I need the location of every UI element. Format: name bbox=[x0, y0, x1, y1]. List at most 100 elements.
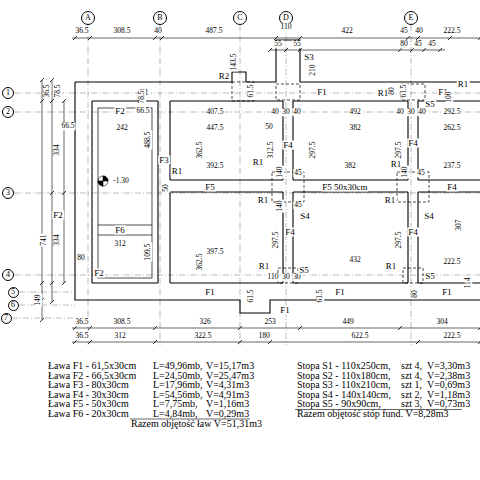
grid-bubble: 1 bbox=[2, 87, 14, 99]
dimension-label: 109.5 bbox=[144, 243, 152, 262]
dimension-label: 100 bbox=[445, 90, 453, 103]
table-cell: V=0,73m3 bbox=[426, 399, 471, 409]
element-tag: R1 bbox=[384, 196, 397, 205]
table-cell: Ława F1 - 61,5x30cm bbox=[47, 361, 137, 371]
grid-axis-label: 7 bbox=[4, 314, 8, 322]
element-tag: S5 bbox=[298, 266, 310, 275]
dimension-label: 334 bbox=[53, 143, 61, 156]
element-tag: F5 bbox=[204, 183, 216, 192]
table-cell: V=1,18m3 bbox=[426, 390, 471, 400]
grid-bubble: E bbox=[404, 11, 418, 25]
table-cell: Ława F3 - 80x30cm bbox=[47, 380, 130, 390]
dimension-label: 78.5 bbox=[54, 83, 62, 98]
element-tag: F2 bbox=[52, 211, 64, 220]
dimension-label: 40 bbox=[270, 108, 280, 116]
element-tag: S4 bbox=[299, 212, 311, 221]
table-cell: L=49,96mb, bbox=[152, 361, 204, 371]
dimension-label: 307 bbox=[455, 218, 463, 231]
dimension-label: 61.5 bbox=[247, 288, 255, 303]
dimension-label: 237.5 bbox=[443, 162, 462, 170]
element-tag: S5 bbox=[424, 100, 436, 109]
grid-axis-label: D bbox=[283, 14, 289, 22]
table-cell: L=54,56mb, bbox=[152, 390, 204, 400]
table-cell: V=4,31m3 bbox=[205, 380, 250, 390]
grid-bubble: 4 bbox=[2, 269, 14, 281]
dimension-label: 308.5 bbox=[113, 27, 132, 35]
dimension-label: 61.5 bbox=[400, 83, 408, 98]
element-tag: F5 50x30cm bbox=[321, 183, 368, 192]
dimension-label: 210 bbox=[309, 63, 317, 76]
element-tag: R1 bbox=[457, 80, 470, 89]
element-tag: F4 bbox=[446, 183, 458, 192]
table-cell: V=15,17m3 bbox=[205, 361, 255, 371]
table-cell: Stopa S4 - 140x140cm, bbox=[296, 390, 392, 400]
dimension-label: 180 bbox=[257, 332, 270, 340]
grid-bubble: 3 bbox=[2, 187, 14, 199]
element-tag: F4 bbox=[284, 228, 296, 237]
dimension-label: 40 bbox=[153, 27, 163, 35]
dimension-label: 40 bbox=[417, 108, 427, 116]
element-tag: R1 bbox=[171, 167, 184, 176]
grid-bubble: 7 bbox=[1, 313, 12, 324]
dimension-label: 45 bbox=[399, 27, 409, 35]
table-cell: szt 3, bbox=[400, 399, 423, 409]
grid-axis-label: 1 bbox=[6, 89, 10, 97]
table-cell: L=24,50mb, bbox=[152, 371, 204, 381]
element-tag: F1 bbox=[316, 88, 328, 97]
dimension-label: 488.5 bbox=[144, 131, 152, 150]
dimension-label: 114 bbox=[464, 277, 472, 290]
dimension-label: 66.5 bbox=[135, 107, 150, 115]
table-cell: V=1,16m3 bbox=[205, 399, 250, 409]
dimension-label: 66.5 bbox=[60, 122, 75, 130]
element-tag: R1 bbox=[257, 196, 270, 205]
table-cell: Ława F6 - 20x30cm bbox=[47, 409, 130, 419]
dimension-label: 110 bbox=[267, 273, 280, 281]
dimension-label: 297.5 bbox=[309, 141, 317, 160]
dimension-label: 61.5 bbox=[316, 288, 324, 303]
dimension-label: 312.5 bbox=[267, 141, 275, 160]
table-cell: szt 1, bbox=[400, 380, 423, 390]
dimension-label: 78.5 bbox=[138, 89, 146, 104]
element-tag: F1 bbox=[441, 288, 453, 297]
dimension-label: 50 bbox=[264, 123, 274, 131]
element-tag: F3 bbox=[158, 156, 170, 165]
grid-bubble: A bbox=[81, 11, 95, 25]
dimension-label: 487.5 bbox=[205, 27, 224, 35]
dimension-label: 140 bbox=[401, 165, 409, 178]
table-cell: V=4,91m3 bbox=[205, 390, 250, 400]
dimension-label: 50 bbox=[162, 183, 170, 193]
dimension-label: 45 bbox=[293, 201, 303, 209]
grid-axis-label: 3 bbox=[6, 189, 10, 197]
element-tag: R1 bbox=[258, 262, 271, 271]
table-cell: Stopa S3 - 110x210cm, bbox=[296, 380, 392, 390]
table-cell: Razem objętość ław V=51,31m3 bbox=[130, 419, 263, 429]
dimension-label: 242 bbox=[115, 124, 128, 132]
table-cell: Stopa S2 - 110x180cm, bbox=[296, 371, 392, 381]
dimension-label: 312 bbox=[113, 240, 126, 248]
table-cell: V=0,69m3 bbox=[426, 380, 471, 390]
dimension-label: 30 bbox=[281, 273, 291, 281]
dimension-label: 110 bbox=[280, 23, 293, 31]
dimension-label: 80 bbox=[76, 254, 86, 262]
table-cell: Ława F2 - 66,5x30cm bbox=[47, 371, 137, 381]
dimension-label: 382 bbox=[348, 124, 361, 132]
grid-axis-label: 6 bbox=[11, 301, 15, 309]
dimension-label: 61.5 bbox=[247, 83, 255, 98]
dimension-label: 447.5 bbox=[206, 124, 225, 132]
dimension-label: 36.5 bbox=[74, 318, 89, 326]
table-cell: Razem objętość stóp fund. V=8,28m3 bbox=[296, 409, 450, 419]
dimension-label: 304 bbox=[435, 318, 448, 326]
element-tag: R1 bbox=[252, 158, 265, 167]
element-tag: F6 bbox=[114, 226, 126, 235]
element-tag: S4 bbox=[423, 212, 435, 221]
dimension-label: 253 bbox=[263, 318, 276, 326]
table-cell: Ława F4 - 30x30cm bbox=[47, 390, 130, 400]
element-tag: R1 bbox=[385, 262, 398, 271]
dimension-label: 30 bbox=[281, 108, 291, 116]
dimension-label: 322.5 bbox=[194, 332, 213, 340]
dimension-label: 397.5 bbox=[206, 248, 225, 256]
dimension-label: 222.5 bbox=[443, 27, 462, 35]
table-cell: Stopa S1 - 110x250cm, bbox=[296, 361, 392, 371]
table-cell: Stopa S5 - 90x90cm, bbox=[296, 399, 382, 409]
dimension-label: 222.5 bbox=[443, 258, 462, 266]
